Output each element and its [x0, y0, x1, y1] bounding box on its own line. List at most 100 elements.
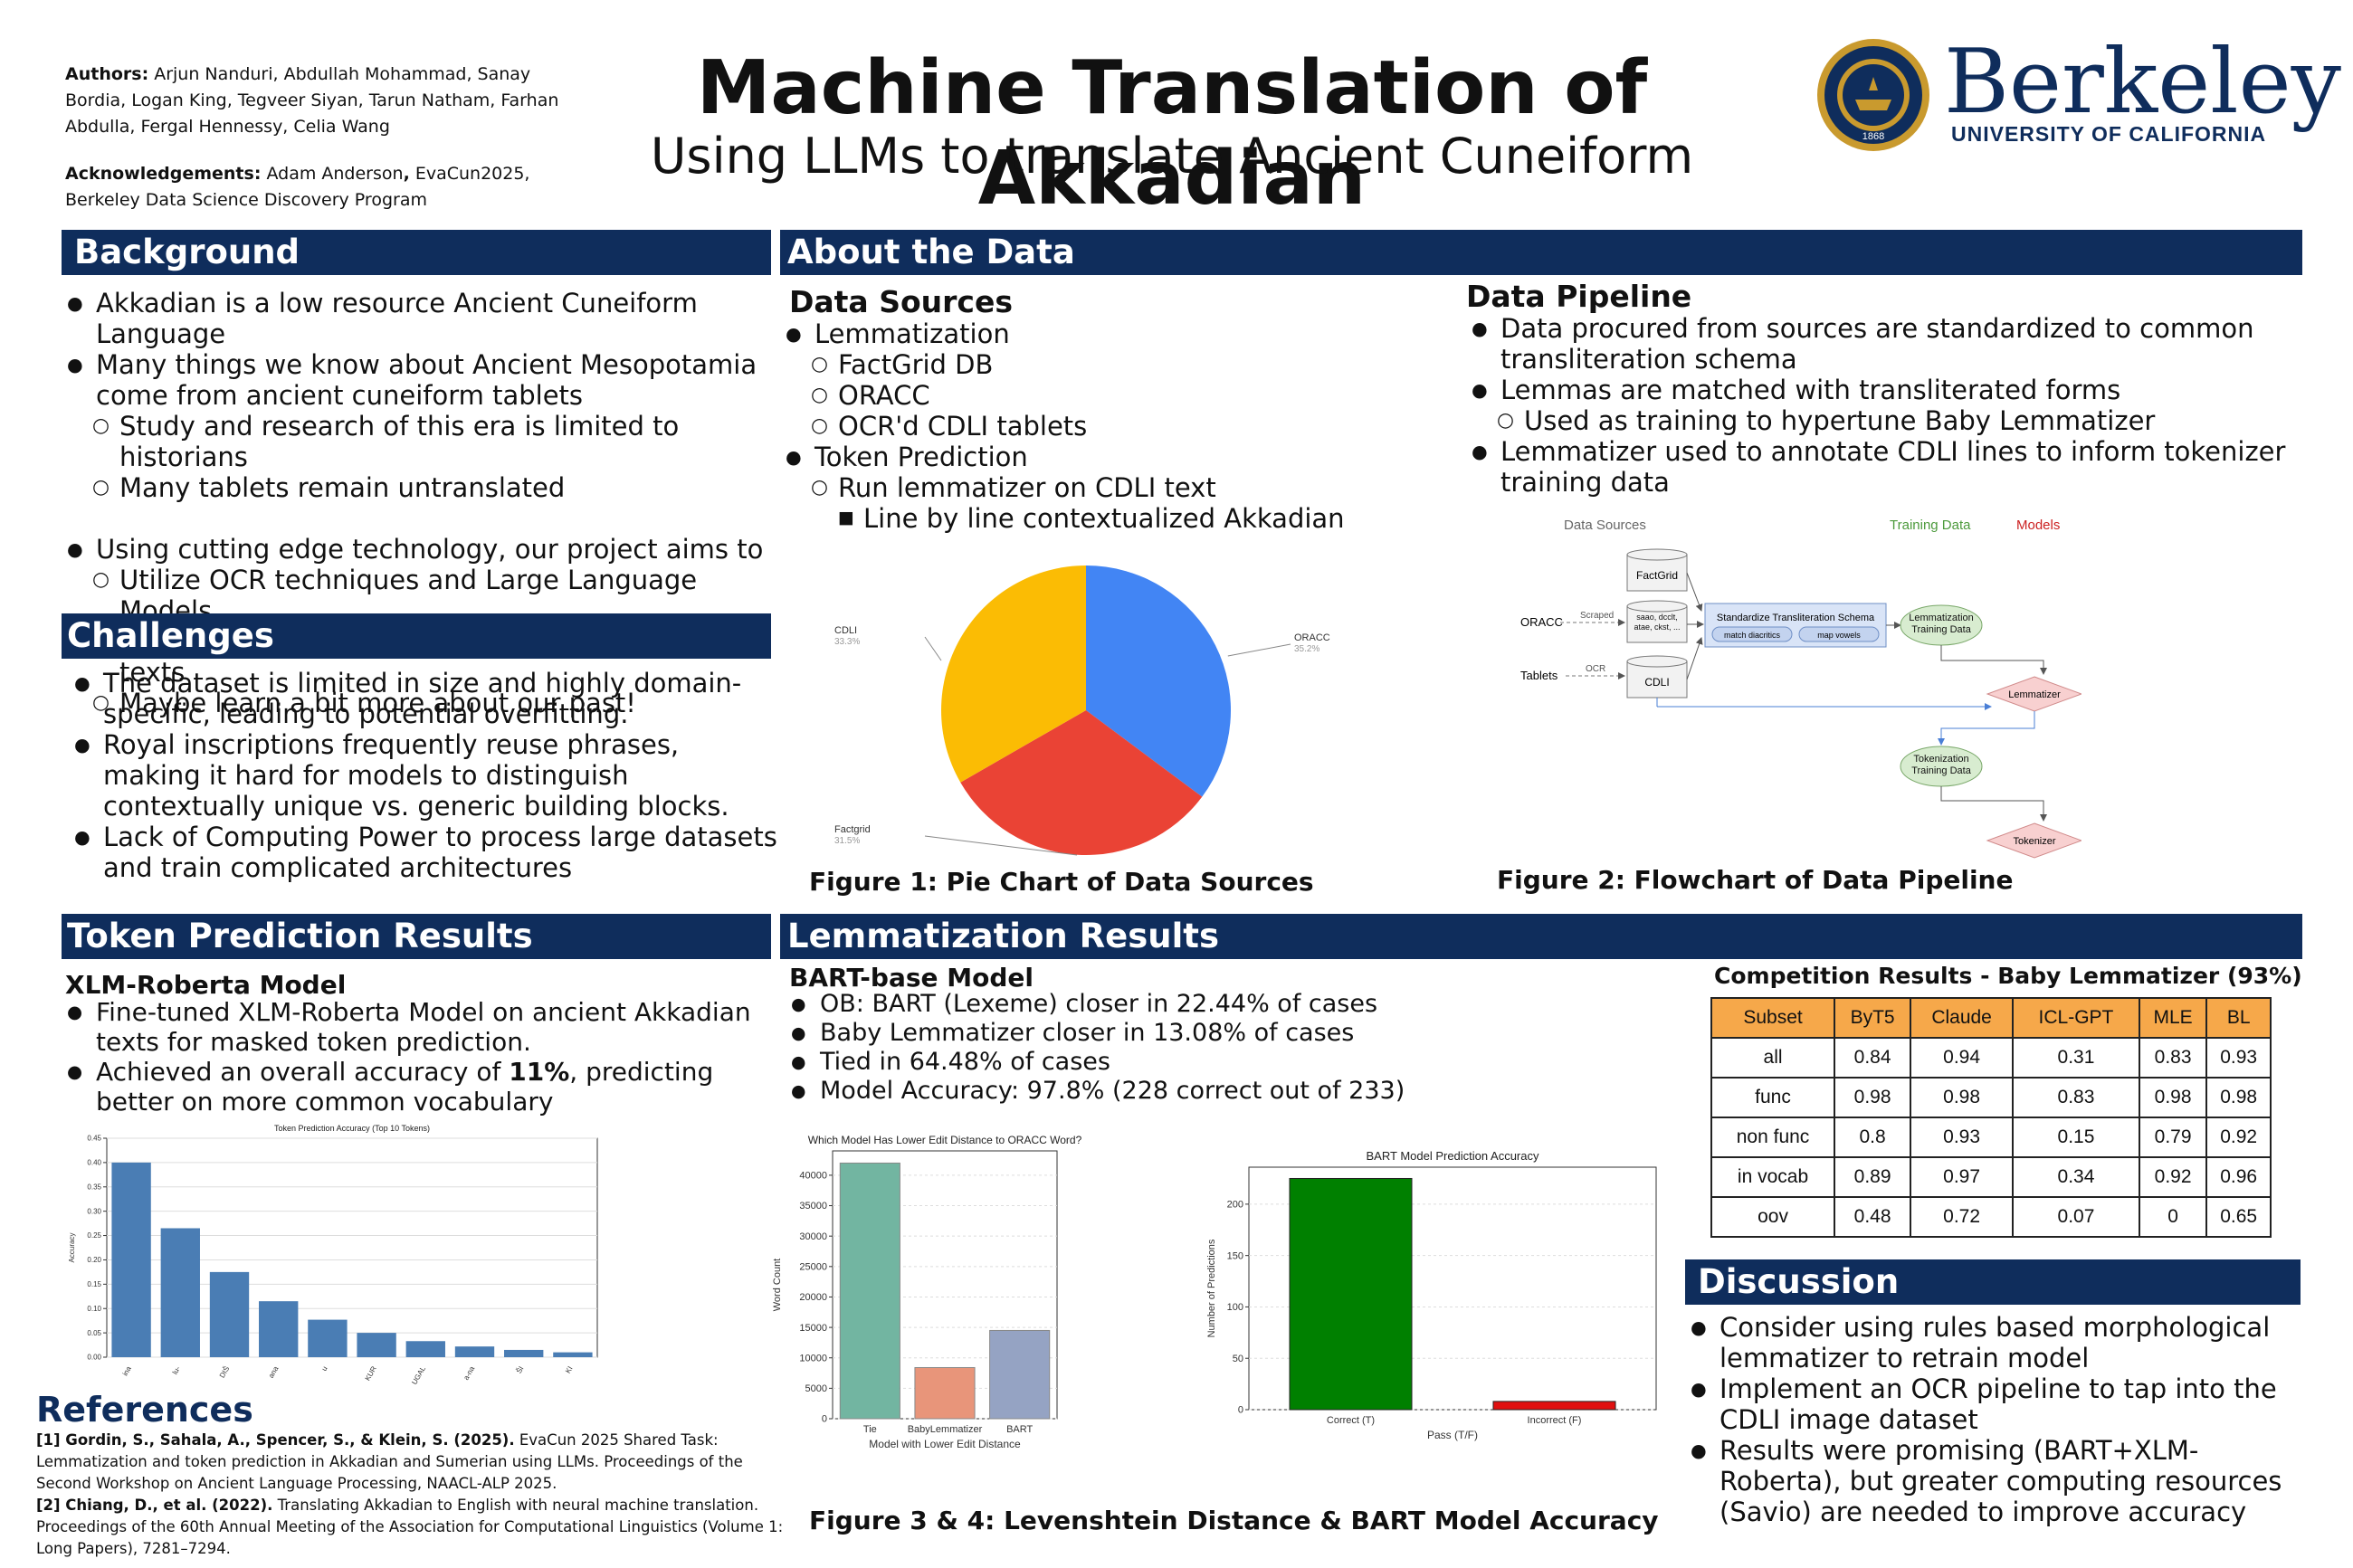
source-item: FactGrid DB [780, 349, 1450, 380]
source-item: Run lemmatizer on CDLI text [780, 472, 1450, 503]
competition-title: Competition Results - Baby Lemmatizer (9… [1714, 963, 2302, 989]
y-tick-label: 20000 [799, 1292, 827, 1303]
lemma-results-heading: Lemmatization Results [780, 914, 2302, 959]
background-item: Study and research of this era is limite… [62, 411, 786, 472]
pie-slice-factgrid [960, 710, 1203, 855]
pie-percent: 35.2% [1294, 644, 1319, 654]
token-item: Achieved an overall accuracy of 11%, pre… [62, 1057, 786, 1117]
sources-heading: Data Sources [789, 284, 1013, 319]
y-tick-label: 30000 [799, 1231, 827, 1242]
table-cell: 0.89 [1834, 1156, 1912, 1198]
bar-bart [989, 1329, 1051, 1420]
pie-slice-cdli [941, 565, 1086, 783]
pie-percent: 31.5% [834, 836, 860, 846]
pipeline-heading: Data Pipeline [1466, 279, 1692, 314]
x-tick-label: u [320, 1365, 329, 1373]
discussion-item: Consider using rules based morphological… [1685, 1312, 2301, 1373]
pie-slice-oracc [1086, 565, 1231, 797]
about-heading: About the Data [780, 230, 2302, 275]
svg-text:CDLI: CDLI [1644, 676, 1669, 689]
scraped-label: Scraped [1580, 611, 1614, 621]
discussion-item: Implement an OCR pipeline to tap into th… [1685, 1373, 2301, 1435]
figure2-caption: Figure 2: Flowchart of Data Pipeline [1497, 865, 2014, 895]
bar-babylemmatizer [914, 1366, 976, 1420]
ref1-body: EvaCun 2025 Shared Task: Lemmatization a… [36, 1431, 743, 1492]
ack-org: EvaCun2025, [414, 164, 530, 184]
table-row-label: func [1710, 1077, 1836, 1118]
source-item: Lemmatization [780, 318, 1450, 349]
legend-training-data: Training Data [1890, 518, 1971, 533]
background-item: Many things we know about Ancient Mesopo… [62, 349, 786, 411]
background-item: Akkadian is a low resource Ancient Cunei… [62, 288, 786, 349]
table-cell: 0.98 [1910, 1077, 2015, 1118]
pie-label: CDLI [834, 625, 857, 636]
x-tick-label: ina [121, 1364, 133, 1377]
bar-lu- [160, 1228, 200, 1357]
discussion-item: Results were promising (BART+XLM-Roberta… [1685, 1435, 2301, 1527]
y-tick-label: 200 [1227, 1200, 1243, 1211]
y-tick-label: 5000 [805, 1383, 827, 1394]
table-row-label: in vocab [1710, 1156, 1836, 1198]
y-tick-label: 0.10 [87, 1305, 101, 1313]
y-tick-label: 40000 [799, 1171, 827, 1182]
ack-name: Adam Anderson [266, 164, 404, 184]
oracc-store: saao, dcclt, atae, ckst, ... [1626, 600, 1688, 643]
source-item: OCR'd CDLI tablets [780, 411, 1450, 442]
y-tick-label: 0.45 [87, 1135, 101, 1143]
y-tick-label: 0 [1238, 1405, 1243, 1416]
table-cell: 0.98 [2205, 1077, 2272, 1118]
background-item: Utilize OCR techniques and Large Languag… [62, 565, 786, 626]
y-tick-label: 0.05 [87, 1329, 101, 1337]
table-cell: 0.15 [2012, 1117, 2140, 1158]
table-row-label: oov [1710, 1196, 1836, 1238]
lemma-item: OB: BART (Lexeme) closer in 22.44% of ca… [786, 990, 1528, 1019]
uc-seal-logo: 1868 [1817, 39, 1929, 151]
token-results-heading: Token Prediction Results [62, 914, 771, 959]
ack-label: Acknowledgements: [65, 164, 262, 184]
tokenizer-node: Tokenizer [1986, 822, 2082, 859]
xlm-heading: XLM-Roberta Model [65, 970, 347, 1000]
table-header-cell: ICL-GPT [2012, 997, 2140, 1039]
cdli-store: CDLI [1626, 655, 1688, 698]
background-item: Using cutting edge technology, our proje… [62, 534, 786, 565]
chart-title: Which Model Has Lower Edit Distance to O… [808, 1134, 1082, 1146]
pie-leader-line [1227, 643, 1291, 657]
poster-subtitle: Using LLMs to translate Ancient Cuneifor… [650, 128, 1694, 185]
source-item: Line by line contextualized Akkadian [780, 503, 1450, 534]
challenge-item: The dataset is limited in size and highl… [69, 668, 784, 729]
table-cell: 0.92 [2205, 1117, 2272, 1158]
table-row-label: non func [1710, 1117, 1836, 1158]
berkeley-subtitle: UNIVERSITY OF CALIFORNIA [1951, 122, 2267, 146]
table-cell: 0.93 [1910, 1117, 2015, 1158]
y-tick-label: 50 [1233, 1354, 1243, 1364]
x-tick-label: a-na [462, 1364, 476, 1382]
challenge-item: Royal inscriptions frequently reuse phra… [69, 729, 784, 822]
table-cell: 0.83 [2012, 1077, 2140, 1118]
table-header-cell: Claude [1910, 997, 2015, 1039]
svg-text:Standardize Transliteration Sc: Standardize Transliteration Schema [1717, 613, 1875, 623]
table-cell: 0.34 [2012, 1156, 2140, 1198]
table-cell: 0.96 [2205, 1156, 2272, 1198]
x-tick-label: Incorrect (F) [1528, 1415, 1582, 1426]
ocr-label: OCR [1586, 664, 1605, 674]
ref2-authors: [2] Chiang, D., et al. (2022). [36, 1497, 273, 1514]
factgrid-store: FactGrid [1626, 548, 1688, 592]
table-header-cell: BL [2205, 997, 2272, 1039]
table-cell: 0.31 [2012, 1037, 2140, 1079]
svg-text:Lemmatizer: Lemmatizer [2008, 689, 2061, 700]
x-tick-label: DIŠ [218, 1365, 231, 1380]
edit-distance-chart: Which Model Has Lower Edit Distance to O… [772, 1134, 1082, 1450]
pie-label: Factgrid [834, 824, 871, 835]
svg-text:FactGrid: FactGrid [1636, 569, 1678, 582]
bart-accuracy-chart: BART Model Prediction Accuracy0501001502… [1206, 1149, 1657, 1441]
y-tick-label: 150 [1227, 1250, 1243, 1261]
x-tick-label: ana [267, 1364, 281, 1380]
y-tick-label: 25000 [799, 1261, 827, 1272]
svg-text:match diacritics: match diacritics [1724, 631, 1781, 640]
y-tick-label: 15000 [799, 1323, 827, 1334]
pipeline-item: Lemmatizer used to annotate CDLI lines t… [1466, 436, 2299, 498]
bart-heading: BART-base Model [789, 963, 1034, 993]
